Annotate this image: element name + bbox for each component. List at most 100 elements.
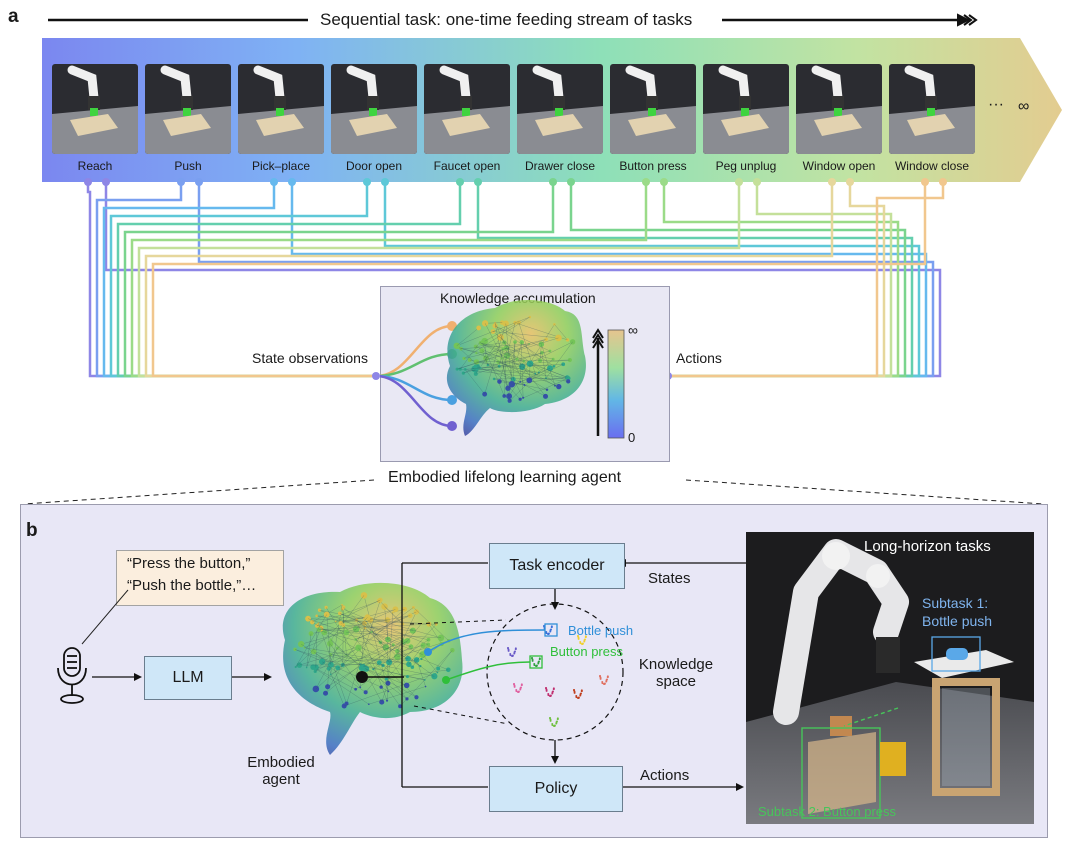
brain-edge <box>363 640 408 667</box>
brain-edge <box>521 365 524 398</box>
subtask1-line-2: Bottle push <box>922 613 993 629</box>
brain-edge <box>346 599 381 704</box>
brain-edge <box>492 331 559 339</box>
brain-edge <box>368 686 426 705</box>
brain-edge <box>386 624 437 680</box>
brain-edge <box>529 363 568 378</box>
cluster-point <box>537 661 540 664</box>
state-line-dot <box>363 178 371 186</box>
task-thumbnail <box>145 64 231 154</box>
task-thumbnail <box>517 64 603 154</box>
brain-edge <box>480 364 564 369</box>
task-encoder-box: Task encoder <box>489 543 625 589</box>
task-label: Push <box>174 159 202 173</box>
brain-edge <box>484 341 487 362</box>
brain-edge <box>326 614 332 665</box>
bottle-push-label: Bottle push <box>568 623 634 638</box>
brain-edge <box>312 666 369 705</box>
actions-label-b: Actions <box>640 767 690 784</box>
brain-edge <box>313 651 332 665</box>
brain-edge <box>505 323 513 385</box>
brain-node <box>526 360 534 367</box>
brain-edge <box>520 378 569 400</box>
cluster-point <box>547 632 550 635</box>
task-thumbnail <box>331 64 417 154</box>
speech-pointer <box>81 589 129 645</box>
brain-edge <box>456 327 479 346</box>
brain-edge <box>330 639 363 669</box>
policy-box: Policy <box>489 766 623 812</box>
cluster-point <box>531 657 534 660</box>
colorbar-bottom-label: 0 <box>628 430 636 445</box>
brain-edge <box>513 342 516 380</box>
brain-edge <box>498 361 555 367</box>
brain-edge <box>474 368 539 373</box>
brain-edge <box>366 668 417 698</box>
brain-node <box>567 357 572 363</box>
brain-edge <box>476 359 570 363</box>
brain-edge <box>343 624 413 631</box>
brain-node <box>497 379 502 384</box>
brain-edge <box>386 612 393 701</box>
cluster-point <box>605 679 608 682</box>
brain-edge <box>328 607 414 669</box>
task-label: Drawer close <box>524 159 596 173</box>
brain-node <box>502 394 507 398</box>
agent-label: Embodied lifelong learning agent <box>388 469 622 486</box>
task-ellipsis: ··· <box>988 96 1004 113</box>
brain-edge <box>492 331 559 387</box>
knowledge-space-line-1: Knowledge <box>638 656 714 673</box>
cluster-point <box>577 635 580 638</box>
brain-node <box>359 686 362 689</box>
brain-edge <box>318 624 429 630</box>
cluster-point <box>513 651 516 654</box>
cluster-point <box>601 681 604 684</box>
cluster-point <box>545 687 548 690</box>
action-line-dot <box>660 178 668 186</box>
speech-bubble: “Press the button,” “Push the bottle,”… <box>116 550 284 606</box>
cluster-point <box>513 683 516 686</box>
brain-edge <box>295 623 341 668</box>
brain-node <box>436 666 441 671</box>
cluster-point <box>549 719 552 722</box>
brain-edge <box>306 633 312 668</box>
task-thumbnail <box>703 64 789 154</box>
brain-edge <box>387 620 389 684</box>
brain-node <box>410 665 415 669</box>
embodied-agent-line-1: Embodied <box>247 754 315 771</box>
cluster-point <box>573 689 576 692</box>
brain-edge <box>373 662 380 670</box>
brain-edge <box>469 359 539 373</box>
brain-edge <box>299 646 359 666</box>
brain-edge <box>502 348 518 360</box>
brain-edge <box>344 672 438 707</box>
brain-node <box>544 337 548 342</box>
brain-node <box>569 339 576 345</box>
cluster-point <box>520 683 523 686</box>
button-press-label: Button press <box>550 644 623 659</box>
brain-edge <box>460 342 480 370</box>
cluster-point <box>579 693 582 696</box>
brain-edge <box>485 342 505 359</box>
state-line-dot <box>735 178 743 186</box>
brain-edge <box>294 649 343 666</box>
cluster-point <box>519 687 522 690</box>
title-arrowheads <box>957 13 978 27</box>
input-curve-2 <box>380 352 453 377</box>
state-line-dot <box>270 178 278 186</box>
task-thumbnail <box>889 64 975 154</box>
brain-edge <box>554 324 568 341</box>
brain-edge <box>484 322 519 342</box>
cluster-point <box>606 675 609 678</box>
subtask2-label: Subtask 2: Button press <box>758 804 897 819</box>
brain-node <box>479 348 485 354</box>
cluster-point <box>599 675 602 678</box>
task-label: Peg unplug <box>715 159 777 173</box>
brain-node <box>462 356 466 361</box>
cluster-point <box>517 690 520 693</box>
brain-edge <box>307 618 347 633</box>
brain-edge <box>330 654 435 677</box>
brain-edge <box>463 339 547 359</box>
brain-node <box>367 703 370 706</box>
state-observations-label: State observations <box>252 350 368 366</box>
